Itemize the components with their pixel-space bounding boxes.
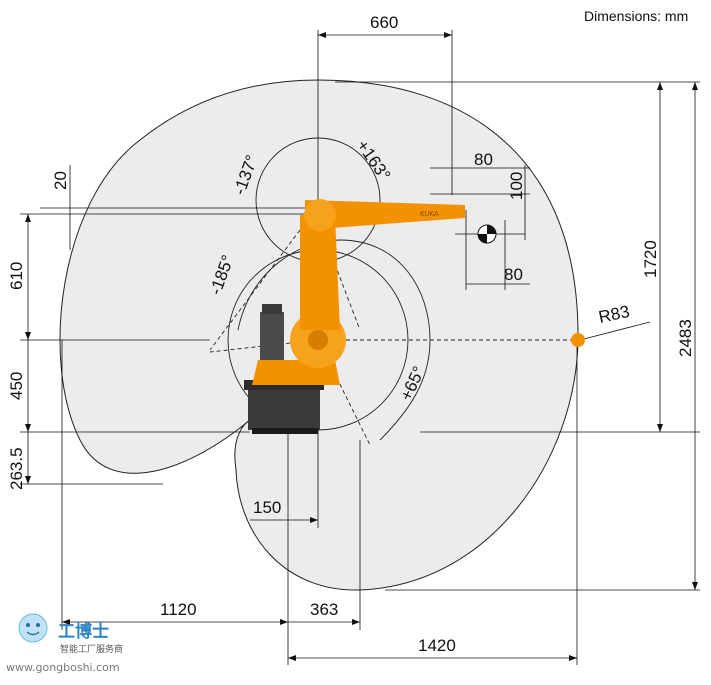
units-label: Dimensions: mm [584,8,688,24]
dim-link-length: 610 [7,262,26,290]
dim-wrist-offset-a: 80 [474,150,493,169]
robot-arm: KUKA [244,199,585,434]
dim-shoulder-height: 20 [51,171,70,190]
dim-base-height: 450 [7,372,26,400]
dimension-lines [20,30,700,665]
robot-brand-label: KUKA [420,210,439,218]
dim-below-base: 263.5 [7,447,26,490]
dim-horizontal-reach: 1420 [418,636,456,655]
dim-vertical-reach: 1720 [641,240,660,278]
arrowheads [25,32,698,661]
dim-top-reach: 660 [370,13,398,32]
watermark-tagline: 智能工厂服务商 [60,643,123,655]
dim-front-offset: 363 [310,600,338,619]
dim-wrist-offset-b: 100 [507,172,526,200]
dim-total-height: 2483 [676,319,695,357]
inner-envelope [237,239,431,441]
motion-lines [209,224,575,446]
dim-wrist-offset-c: 80 [504,265,523,284]
watermark-logo: 工博士 智能工厂服务商 www.gongboshi.com [6,613,123,674]
dim-base-offset: 150 [253,498,281,517]
watermark-brand: 工博士 [58,621,109,642]
dim-tool-radius: R83 [597,302,631,327]
dim-rear-reach: 1120 [160,600,197,619]
watermark-url: www.gongboshi.com [6,661,120,674]
wrist-center-icon [477,224,497,244]
